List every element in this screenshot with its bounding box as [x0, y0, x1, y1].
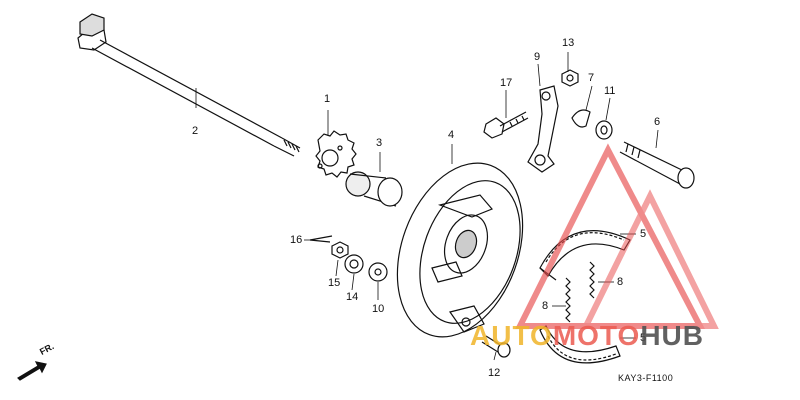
- brake-shoe-lower: [539, 325, 621, 364]
- label-part-3: 3: [376, 137, 383, 149]
- brake-panel: [396, 162, 524, 338]
- label-part-5-lower: 5: [640, 332, 647, 344]
- label-part-7: 7: [588, 72, 595, 84]
- label-part-4: 4: [448, 129, 455, 141]
- leader-lines: [195, 52, 659, 361]
- watermark-auto: AUTO: [470, 320, 553, 351]
- diagram-code: KAY3-F1100: [618, 373, 674, 383]
- watermark-text: AUTOMOTOHUB: [470, 320, 704, 352]
- label-part-13: 13: [562, 37, 575, 49]
- label-part-8-left: 8: [542, 300, 549, 312]
- front-direction-arrow-icon: [17, 361, 47, 381]
- lock-washer: [368, 262, 388, 282]
- label-part-6: 6: [654, 116, 661, 128]
- brake-arm: [527, 85, 559, 173]
- label-part-2: 2: [192, 125, 199, 137]
- arm-nut: [561, 69, 579, 87]
- label-part-17: 17: [500, 77, 513, 89]
- label-part-9: 9: [534, 51, 541, 63]
- label-part-5-upper: 5: [640, 228, 647, 240]
- label-part-8-right: 8: [617, 276, 624, 288]
- brake-spring-right: [589, 261, 595, 299]
- watermark-moto: MOTO: [552, 320, 641, 351]
- axle-nut: [331, 241, 349, 259]
- label-part-10: 10: [372, 303, 385, 315]
- label-part-14: 14: [346, 291, 359, 303]
- brake-spring-left: [565, 277, 571, 323]
- label-part-11: 11: [604, 85, 616, 97]
- label-part-15: 15: [328, 277, 341, 289]
- watermark-hub: HUB: [640, 320, 704, 351]
- cotter-pin: [309, 235, 333, 243]
- label-part-12: 12: [488, 367, 501, 379]
- arm-bolt: [483, 111, 529, 139]
- watermark-logo-triangles: [515, 143, 719, 329]
- felt-seal: [595, 120, 613, 140]
- label-part-1: 1: [324, 93, 331, 105]
- axle-washer: [344, 254, 364, 274]
- spacer-cylinder: [345, 171, 403, 207]
- collar-sprocket: [315, 130, 357, 178]
- brake-cam: [619, 141, 695, 189]
- label-part-16: 16: [290, 234, 303, 246]
- axle-shaft: [77, 13, 301, 157]
- wear-indicator-plate: [571, 109, 591, 128]
- panel-bolt: [481, 335, 511, 358]
